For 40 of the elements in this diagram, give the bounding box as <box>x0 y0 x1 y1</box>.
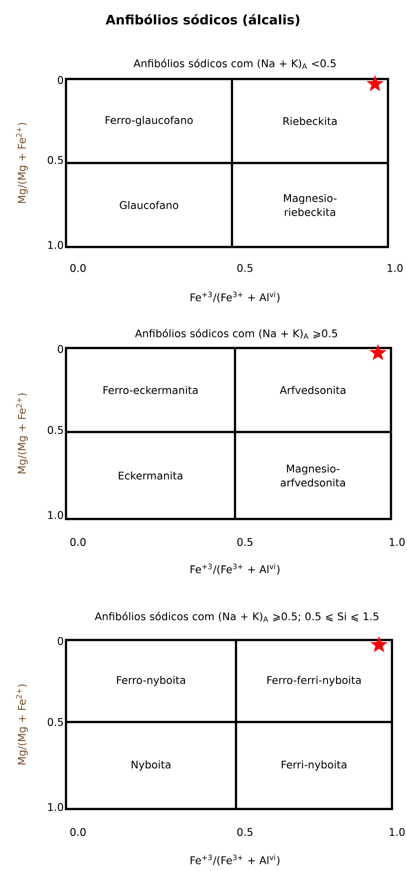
classification-cell: Magnesio- riebeckita <box>284 194 337 216</box>
axis-label: Mg/(Mg + Fe$^{2+}$) <box>16 122 28 203</box>
classification-cell: Nyboita <box>132 760 170 771</box>
node-label: Anfibólios sódicos com (Na + K)$_{A}$ ⩾0.5 <box>135 328 338 339</box>
node-label: Anfibólios sódicos com (Na + K)$_{A}$ <0.5 <box>134 58 336 69</box>
node-label: Anfibólios sódicos com (Na + K)$_{A}$ ⩾0.5; 0.5 ⩽ Si ⩽ 1.5 <box>94 612 378 622</box>
axis-label: Fe$^{+3}$/(Fe$^{3+}$ + Al$^{vi}$) <box>190 564 280 574</box>
tick-label: 1.0 <box>390 828 405 836</box>
tick-label: 0.0 <box>70 538 86 546</box>
tick-label: 1.0 <box>48 803 64 811</box>
tick-label: 0.5 <box>48 156 63 164</box>
tick-label: 1.0 <box>48 511 64 519</box>
classification-cell: Ferri-nyboita <box>282 760 346 771</box>
classification-cell: Magnesio- arfvedsonita <box>280 464 345 487</box>
tick-label: 0.5 <box>237 264 252 272</box>
classification-cell: Glaucofano <box>120 200 178 210</box>
tick-label: 1.0 <box>388 264 403 272</box>
axis-label: Fe$^{+3}$/(Fe$^{3+}$ + Al$^{vi}$) <box>190 292 280 302</box>
tick-label: 0.5 <box>48 718 63 726</box>
classification-cell: Arfvedsonita <box>280 386 346 394</box>
classification-cell: Ferro-nyboita <box>117 676 186 686</box>
tick-label: 0 <box>58 637 64 645</box>
axis-label: Mg/(Mg + Fe$^{2+}$) <box>16 684 28 764</box>
axis-label: Fe$^{+3}$/(Fe$^{3+}$ + Al$^{vi}$) <box>190 854 280 866</box>
tick-label: 0.0 <box>70 828 86 836</box>
tick-label: 1.0 <box>48 241 64 249</box>
axis-label: Mg/(Mg + Fe$^{2+}$) <box>16 393 28 474</box>
tick-label: 1.0 <box>390 538 405 546</box>
classification-cell: Ferro-ferri-nyboita <box>267 676 361 686</box>
classification-cell: Ferro-eckermanita <box>104 386 198 394</box>
tick-label: 0 <box>58 345 64 353</box>
classification-cell: Ferro-glaucofano <box>106 116 193 126</box>
tick-label: 0 <box>58 76 64 84</box>
tick-label: 0.0 <box>70 264 86 272</box>
classification-cell: Riebeckita <box>283 116 337 126</box>
classification-cell: Eckermanita <box>118 471 182 480</box>
title: Anfibólios sódicos (álcalis) <box>106 14 300 26</box>
tick-label: 0.5 <box>237 538 252 546</box>
tick-label: 0.5 <box>237 828 252 836</box>
tick-label: 0.5 <box>48 426 63 434</box>
